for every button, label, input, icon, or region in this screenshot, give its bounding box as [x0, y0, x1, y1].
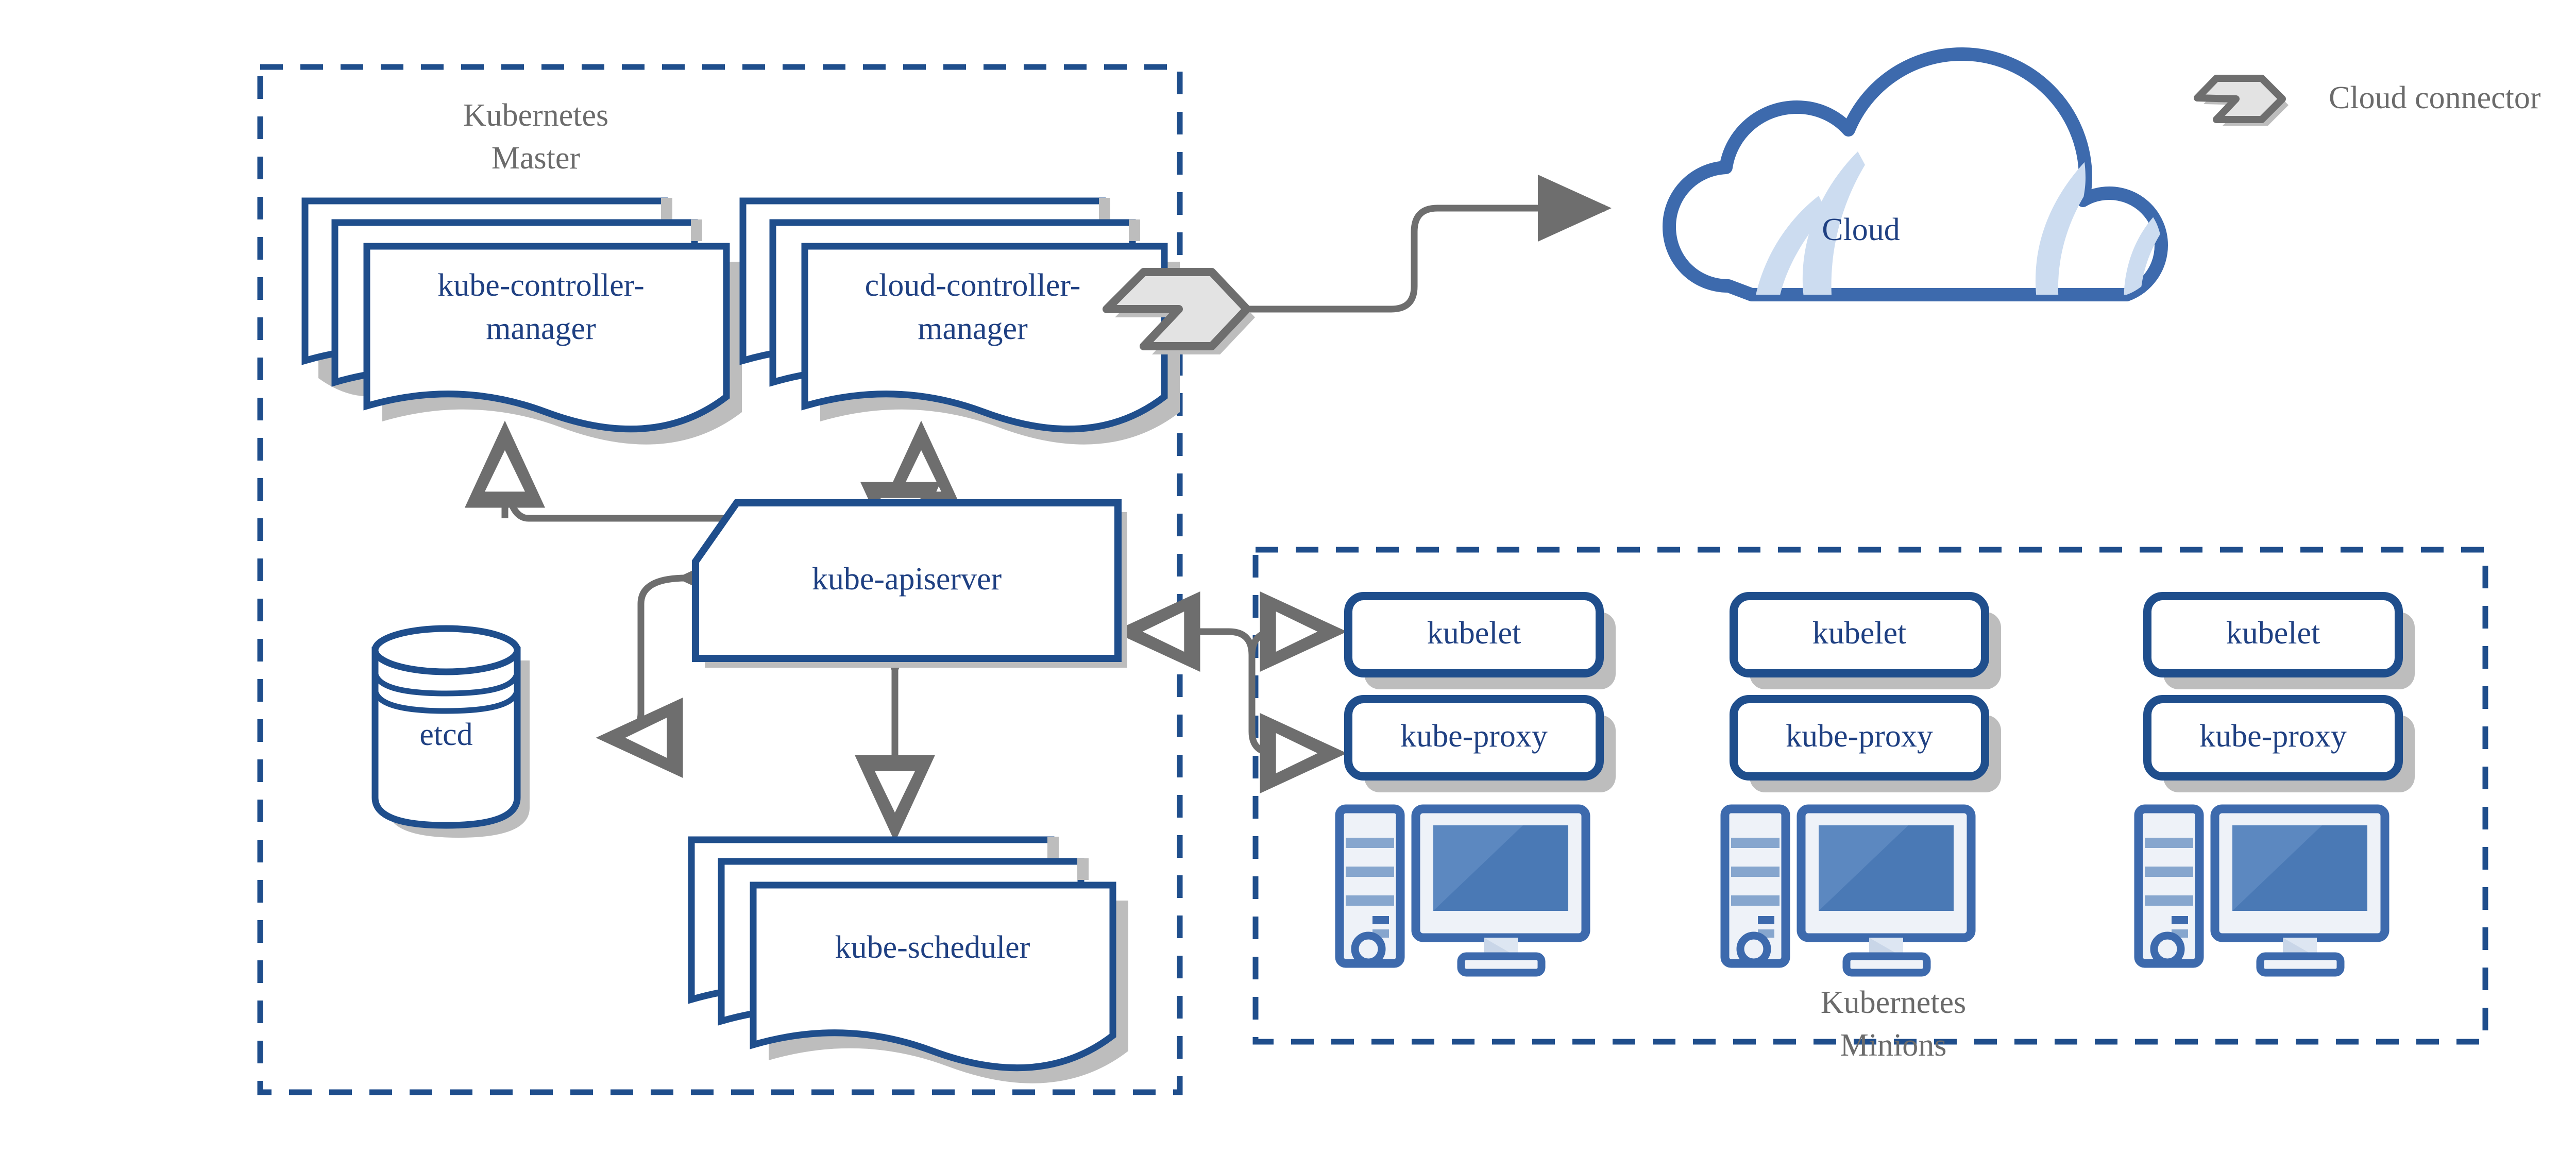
- cloud-shape: Cloud: [1663, 47, 2168, 301]
- cloud-controller-manager-label-line2: manager: [918, 311, 1028, 346]
- kube-apiserver-shape: kube-apiserver: [692, 499, 1127, 668]
- cloud-connector-chevron-icon: [1103, 268, 1255, 354]
- node-2-kubelet-label: kubelet: [1812, 616, 1907, 651]
- kube-scheduler-label: kube-scheduler: [835, 930, 1030, 965]
- kube-scheduler-shape: kube-scheduler: [688, 836, 1128, 1083]
- kube-controller-manager-label-line1: kube-controller-: [437, 268, 645, 303]
- node-2: kubelet kube-proxy: [1720, 592, 2001, 977]
- connector-apiserver-to-etcd: [596, 537, 764, 778]
- master-group-label-line2: Master: [492, 141, 581, 176]
- master-group-label-line1: Kubernetes: [463, 98, 608, 133]
- node-1-desktop-computer-icon: [1335, 804, 1590, 977]
- node-3-kube-proxy-label: kube-proxy: [2199, 719, 2347, 754]
- kube-apiserver-label: kube-apiserver: [812, 562, 1002, 597]
- minions-group-box: [1252, 547, 2488, 1045]
- minions-group-label-line2: Minions: [1840, 1028, 1947, 1063]
- legend-cloud-connector-label: Cloud connector: [2329, 80, 2541, 115]
- minions-group-label-line1: Kubernetes: [1821, 985, 1966, 1020]
- node-3-kubelet-label: kubelet: [2226, 616, 2320, 651]
- connector-apiserver-to-node: [1113, 591, 1347, 793]
- node-2-desktop-computer-icon: [1720, 804, 1976, 977]
- cloud-label: Cloud: [1822, 212, 1900, 247]
- node-1-kubelet-label: kubelet: [1427, 616, 1521, 651]
- connector-ccm-to-cloud: [1206, 175, 1612, 313]
- etcd-label: etcd: [419, 717, 472, 752]
- node-2-kube-proxy-label: kube-proxy: [1786, 719, 1933, 754]
- etcd-shape: etcd: [371, 625, 530, 838]
- node-3-desktop-computer-icon: [2134, 804, 2389, 977]
- master-group-box: [257, 64, 1183, 1095]
- cloud-controller-manager-shape: cloud-controller- manager: [739, 197, 1180, 445]
- kube-controller-manager-label-line2: manager: [486, 311, 596, 346]
- legend: Cloud connector: [2194, 75, 2541, 126]
- legend-cloud-connector-icon: [2194, 75, 2289, 126]
- cloud-controller-manager-label-line1: cloud-controller-: [865, 268, 1081, 303]
- master-group-label: Kubernetes Master: [463, 98, 608, 176]
- node-1-kube-proxy-label: kube-proxy: [1400, 719, 1548, 754]
- minions-group-label: Kubernetes Minions: [1821, 985, 1966, 1063]
- kube-controller-manager-shape: kube-controller- manager: [301, 197, 742, 445]
- node-1: kubelet kube-proxy: [1335, 592, 1616, 977]
- node-3: kubelet kube-proxy: [2134, 592, 2415, 977]
